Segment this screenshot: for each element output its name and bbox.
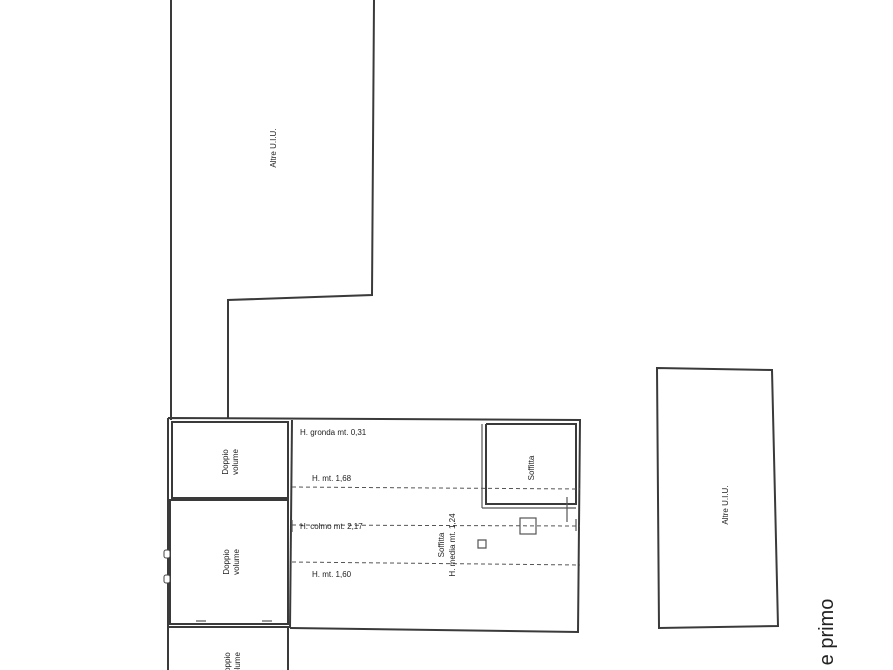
soffitta-small-label: Soffitta <box>527 455 536 480</box>
partition-wall <box>289 419 293 629</box>
doppio-volume-1-label: Doppio <box>221 449 230 475</box>
h-media-label: H. media mt. 1,24 <box>448 513 457 577</box>
skylight-icon <box>519 517 537 535</box>
doppio-volume-room-2 <box>169 499 289 625</box>
opening-mark <box>163 549 171 559</box>
floor-title: e primo <box>816 599 838 666</box>
soffitta-main-label: Soffitta <box>437 532 446 557</box>
doppio-volume-2-label: Doppio <box>222 549 231 575</box>
h-colmo-label: H. colmo mt. 2,17 <box>300 522 363 531</box>
doppio-volume-room-3 <box>167 626 289 670</box>
h-1-60-label: H. mt. 1,60 <box>312 570 352 579</box>
h-1-68-label: H. mt. 1,68 <box>312 474 352 483</box>
opening-mark <box>163 574 171 584</box>
altre-uiu-top-outline <box>170 0 375 420</box>
doppio-volume-3-label: Doppio <box>223 652 232 670</box>
small-shape-icon <box>477 539 487 549</box>
height-line-colmo <box>291 524 581 527</box>
doppio-volume-2-label: volume <box>232 549 241 575</box>
height-line-1-60 <box>291 561 581 566</box>
doppio-volume-1-label: volume <box>231 449 240 475</box>
h-gronda-label: H. gronda mt. 0,31 <box>300 428 367 437</box>
altre-uiu-right-outline <box>655 366 780 630</box>
doppio-volume-room-1 <box>171 421 289 499</box>
height-line-1-68 <box>291 486 581 490</box>
doppio-volume-3-label: volume <box>233 652 242 670</box>
altre-uiu-right-label: Altre U.I.U. <box>721 485 730 524</box>
altre-uiu-top-label: Altre U.I.U. <box>269 128 278 167</box>
soffitta-small-room <box>485 423 577 505</box>
